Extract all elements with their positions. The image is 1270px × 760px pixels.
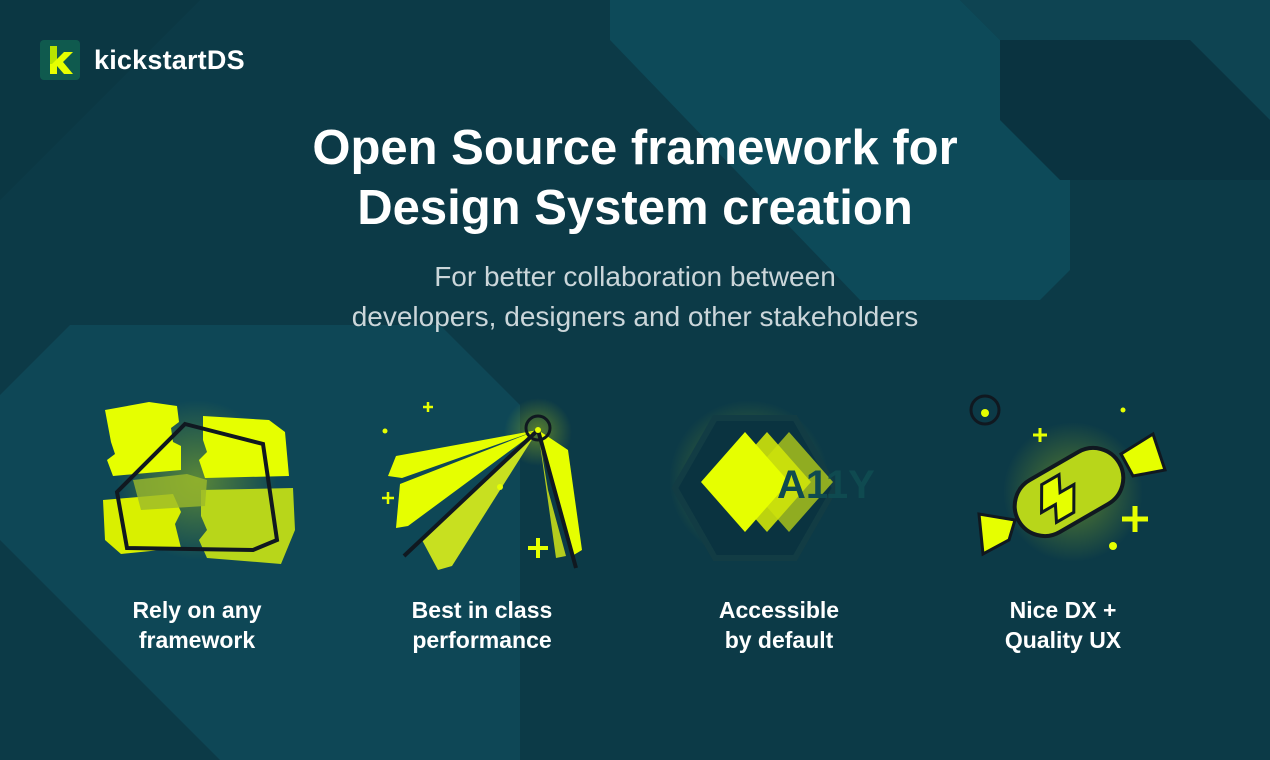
feature-dx-ux-line-1: Nice DX + [1009,597,1117,623]
page-subtitle-line-2: developers, designers and other stakehol… [351,301,919,332]
feature-performance-line-1: Best in class [411,597,553,623]
feature-performance-line-2: performance [412,627,552,653]
page-title-line-1: Open Source framework for [312,121,958,175]
speed-rays-icon [382,398,582,570]
brand-name: kickstartDS [94,44,245,75]
feature-accessible-label: Accessible by default [639,595,919,655]
feature-accessible-line-2: by default [724,627,834,653]
feature-dx-ux-label: Nice DX + Quality UX [923,595,1203,655]
feature-performance-label: Best in class performance [342,595,622,655]
feature-framework-line-1: Rely on any [132,597,262,623]
feature-framework-label: Rely on any framework [57,595,337,655]
feature-accessible-line-1: Accessible [718,597,840,623]
a11y-hexagon-icon: A11Y [669,400,875,561]
kickstart-k-icon [40,40,80,80]
page-subtitle: For better collaboration between develop… [0,257,1270,337]
page-title-line-2: Design System creation [357,181,913,235]
feature-framework-line-2: framework [138,627,256,653]
candy-bolt-icon [969,394,1167,562]
puzzle-framework-icon [103,400,295,564]
page-title: Open Source framework for Design System … [0,118,1270,238]
a11y-text: A11Y [777,463,875,507]
feature-dx-ux-line-2: Quality UX [1004,627,1122,653]
brand-logo[interactable]: kickstartDS [40,40,245,80]
page-subtitle-line-1: For better collaboration between [434,261,836,292]
